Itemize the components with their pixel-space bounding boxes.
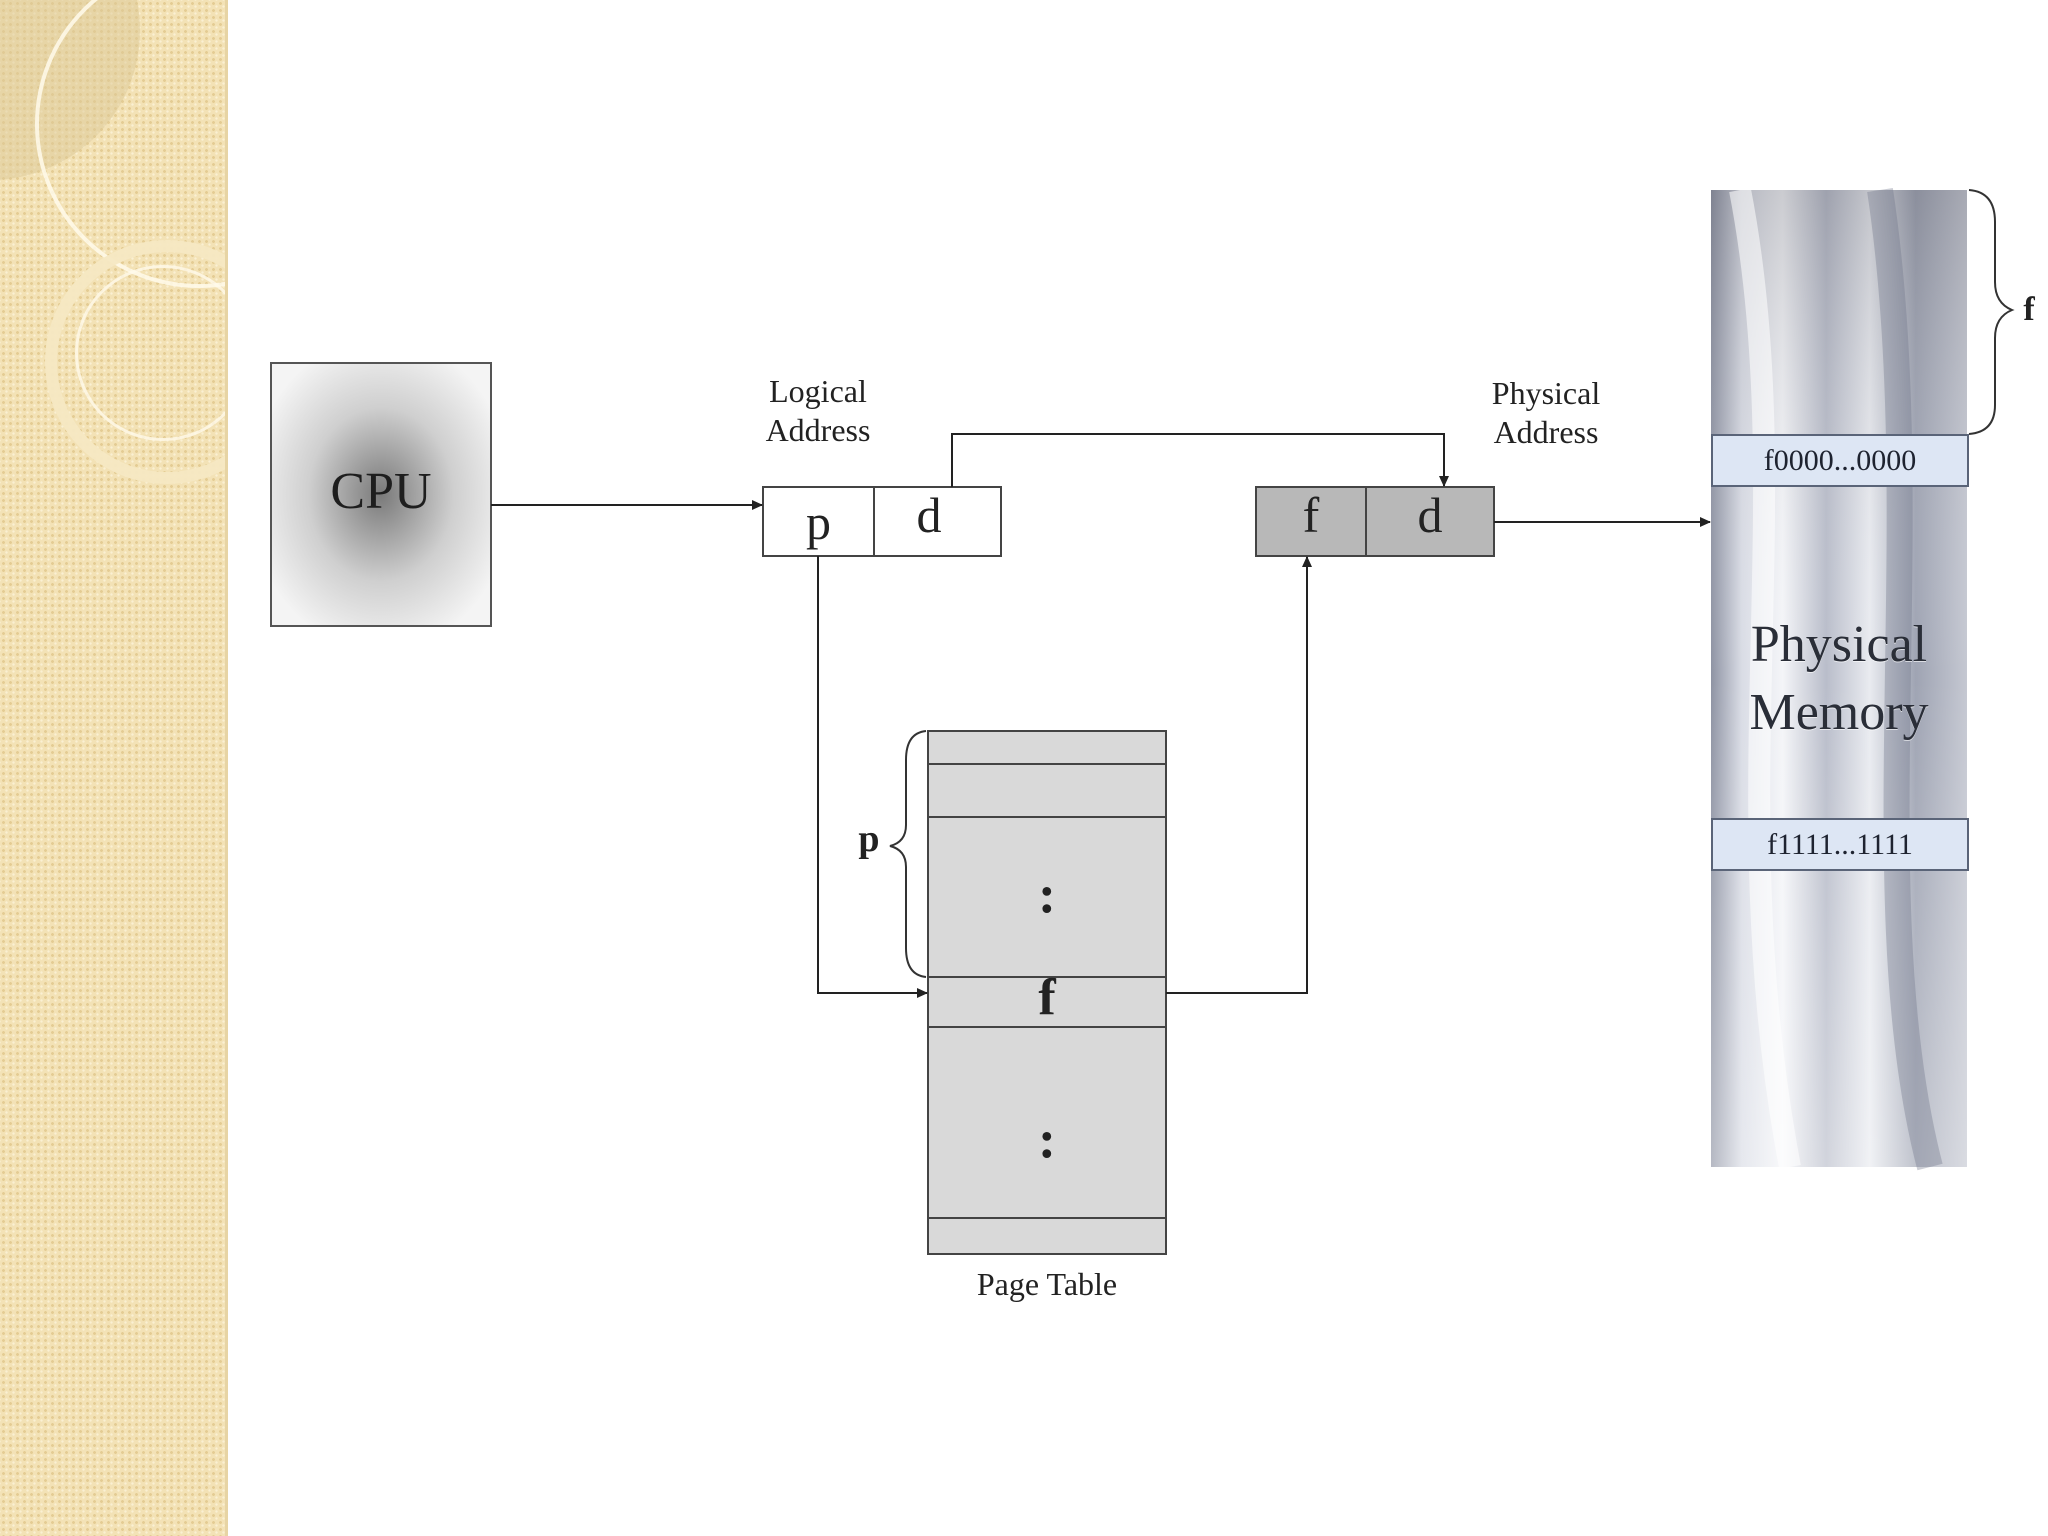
- physical-memory-label-line2: Memory: [1749, 684, 1929, 741]
- page-table-ellipsis-top: :: [1038, 864, 1056, 924]
- physical-offset-cell: d: [1417, 486, 1443, 543]
- page-table: [927, 730, 1167, 1255]
- decorative-ring-inner: [75, 265, 225, 441]
- physical-address-label: Physical Address: [1458, 374, 1634, 452]
- logical-address-label-line2: Address: [765, 412, 871, 448]
- logical-address-box: [762, 486, 1002, 557]
- physical-address-box: [1255, 486, 1495, 557]
- cpu-label: CPU: [330, 463, 432, 520]
- logical-offset-cell: d: [916, 486, 942, 543]
- physical-frame-cell: f: [1302, 486, 1320, 543]
- sidebar-edge: [225, 0, 228, 1536]
- page-table-frame-entry: f: [1038, 969, 1056, 1026]
- physical-memory-label-line1: Physical: [1750, 616, 1928, 673]
- page-table-ellipsis-bottom: :: [1038, 1109, 1056, 1169]
- arrow-page-to-table: [817, 556, 928, 998]
- physical-address-label-line2: Address: [1493, 414, 1599, 450]
- arrow-offset-to-physical: [951, 433, 1449, 487]
- page-brace-label: p: [858, 818, 880, 860]
- physical-memory-bar: [1711, 187, 1967, 1171]
- logical-address-label-line1: Logical: [769, 373, 867, 409]
- logical-page-cell: p: [806, 493, 831, 550]
- frame-brace: [1968, 189, 2015, 435]
- frame-brace-label: f: [2023, 291, 2035, 328]
- cpu-box: [270, 362, 492, 627]
- physical-memory-label: Physical Memory: [1711, 611, 1967, 747]
- sidebar-decoration: [0, 0, 225, 1536]
- page-offset-brace: [889, 730, 927, 978]
- arrow-table-to-frame: [1166, 556, 1312, 994]
- page-table-caption: Page Table: [976, 1266, 1118, 1302]
- memory-end-address: f1111...1111: [1711, 818, 1969, 871]
- logical-address-label: Logical Address: [730, 372, 906, 450]
- memory-start-address: f0000...0000: [1711, 434, 1969, 487]
- physical-address-label-line1: Physical: [1491, 375, 1601, 411]
